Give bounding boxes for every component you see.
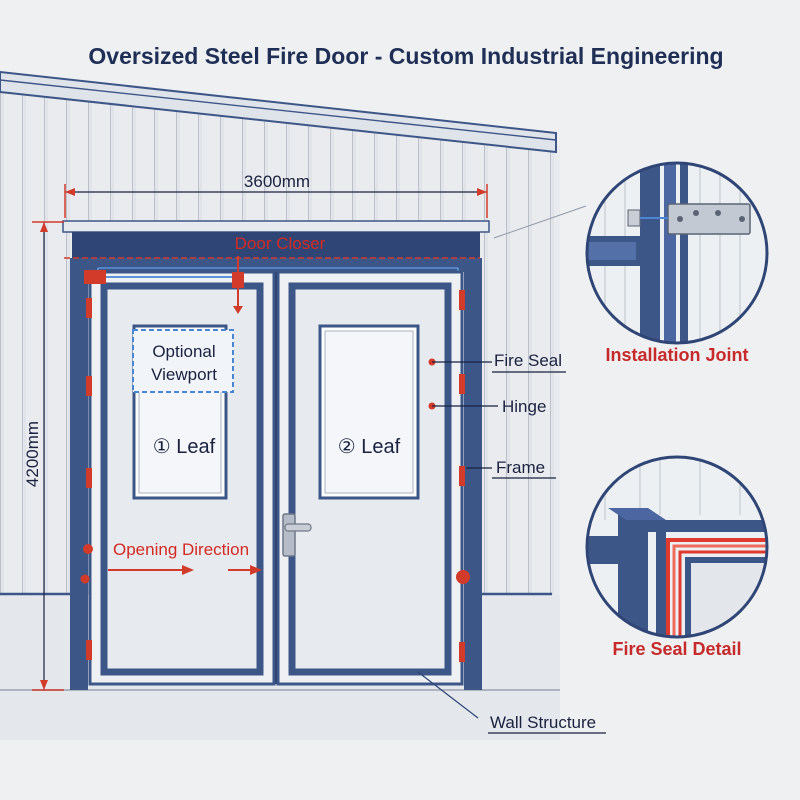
opening-direction-label: Opening Direction — [113, 540, 249, 559]
frame-left — [70, 258, 88, 690]
diagram-title: Oversized Steel Fire Door - Custom Indus… — [88, 43, 723, 69]
viewport-window-2 — [318, 324, 420, 500]
leaf2-label: ② Leaf — [338, 436, 401, 458]
hinge-label: Hinge — [502, 397, 546, 416]
frame-top — [70, 258, 482, 272]
width-dimension-label: 3600mm — [244, 172, 310, 191]
hinges — [86, 290, 465, 662]
door-handle — [282, 513, 312, 557]
frame-right — [464, 258, 482, 690]
wall-structure-label: Wall Structure — [490, 713, 596, 732]
height-dimension-label: 4200mm — [23, 421, 42, 487]
door-closer-label: Door Closer — [235, 234, 326, 253]
header-beam — [72, 232, 480, 258]
fire-seal-detail-label: Fire Seal Detail — [612, 639, 741, 659]
fire-seal-label: Fire Seal — [494, 351, 562, 370]
frame-label: Frame — [496, 458, 545, 477]
callout-lines — [417, 358, 606, 734]
installation-joint-label: Installation Joint — [605, 345, 748, 365]
viewport-window-1 — [132, 324, 234, 500]
leaf1-label: ① Leaf — [153, 436, 216, 458]
fire-seal-detail — [585, 455, 769, 639]
viewport-label-line1: Optional — [152, 342, 215, 361]
height-dimension — [32, 221, 64, 691]
viewport-label-line2: Viewport — [151, 365, 217, 384]
width-dimension — [64, 184, 488, 218]
installation-joint-detail — [493, 161, 769, 345]
viewport-dashed-box — [132, 329, 234, 393]
door-closer — [64, 256, 480, 314]
header-flashing — [62, 220, 490, 233]
opening-direction-arrows — [80, 544, 470, 584]
